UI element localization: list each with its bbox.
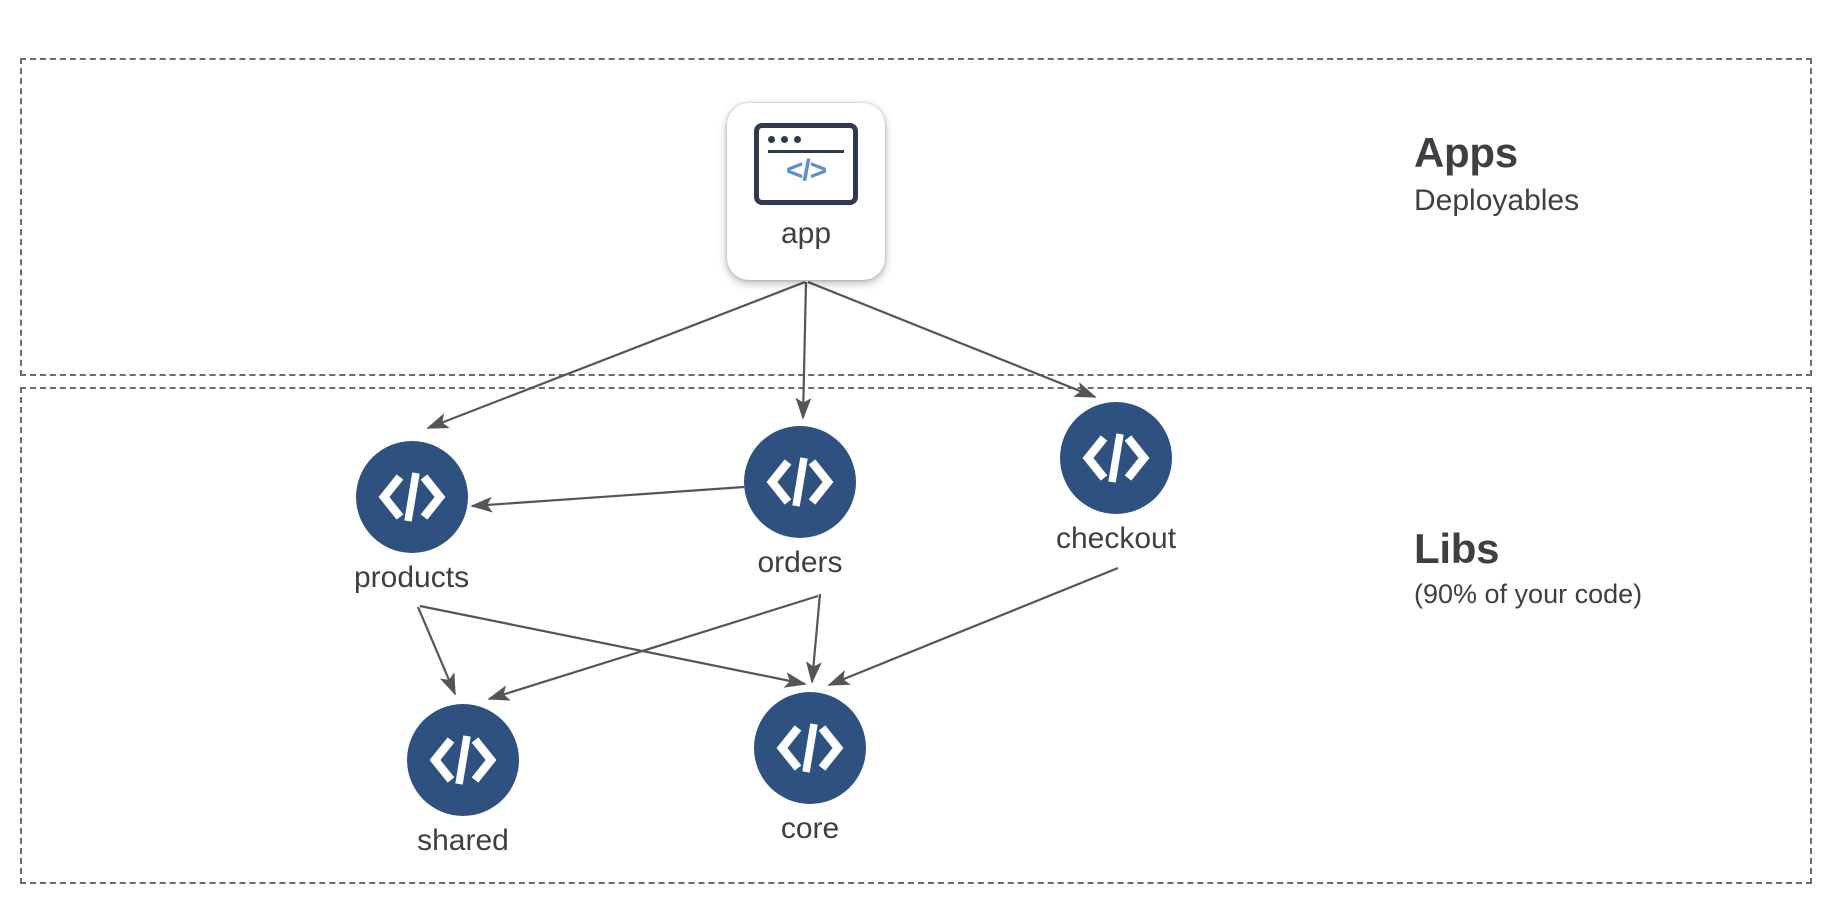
node-app[interactable]: </> app xyxy=(727,103,885,280)
node-core-label: core xyxy=(780,812,840,845)
libs-layer-title: Libs xyxy=(1414,525,1500,572)
node-core[interactable]: core xyxy=(754,692,866,846)
window-dots-icon xyxy=(768,136,801,143)
node-checkout[interactable]: checkout xyxy=(1056,402,1176,556)
node-app-label: app xyxy=(780,217,832,250)
libs-layer-box xyxy=(20,387,1812,884)
node-checkout-label: checkout xyxy=(1056,522,1177,555)
code-brackets-icon xyxy=(1060,402,1173,514)
node-orders-label: orders xyxy=(757,546,843,579)
code-brackets-icon xyxy=(744,426,856,538)
libs-layer-subtitle: (90% of your code) xyxy=(1414,578,1643,609)
code-brackets-icon xyxy=(355,441,468,553)
apps-layer-title: Apps xyxy=(1414,129,1518,176)
node-orders[interactable]: orders xyxy=(744,426,856,580)
code-brackets-glyph: </> xyxy=(785,154,827,187)
apps-layer-subtitle: Deployables xyxy=(1414,183,1580,217)
node-products[interactable]: products xyxy=(354,441,469,595)
apps-layer-caption: Apps Deployables xyxy=(1414,128,1579,218)
window-titlebar-divider xyxy=(768,150,844,153)
node-products-label: products xyxy=(354,561,470,594)
code-brackets-icon xyxy=(407,704,519,816)
code-brackets-icon xyxy=(754,692,866,804)
browser-window-code-icon: </> xyxy=(754,123,858,205)
node-shared[interactable]: shared xyxy=(407,704,519,858)
libs-layer-caption: Libs (90% of your code) xyxy=(1414,524,1642,610)
node-shared-label: shared xyxy=(417,824,509,857)
